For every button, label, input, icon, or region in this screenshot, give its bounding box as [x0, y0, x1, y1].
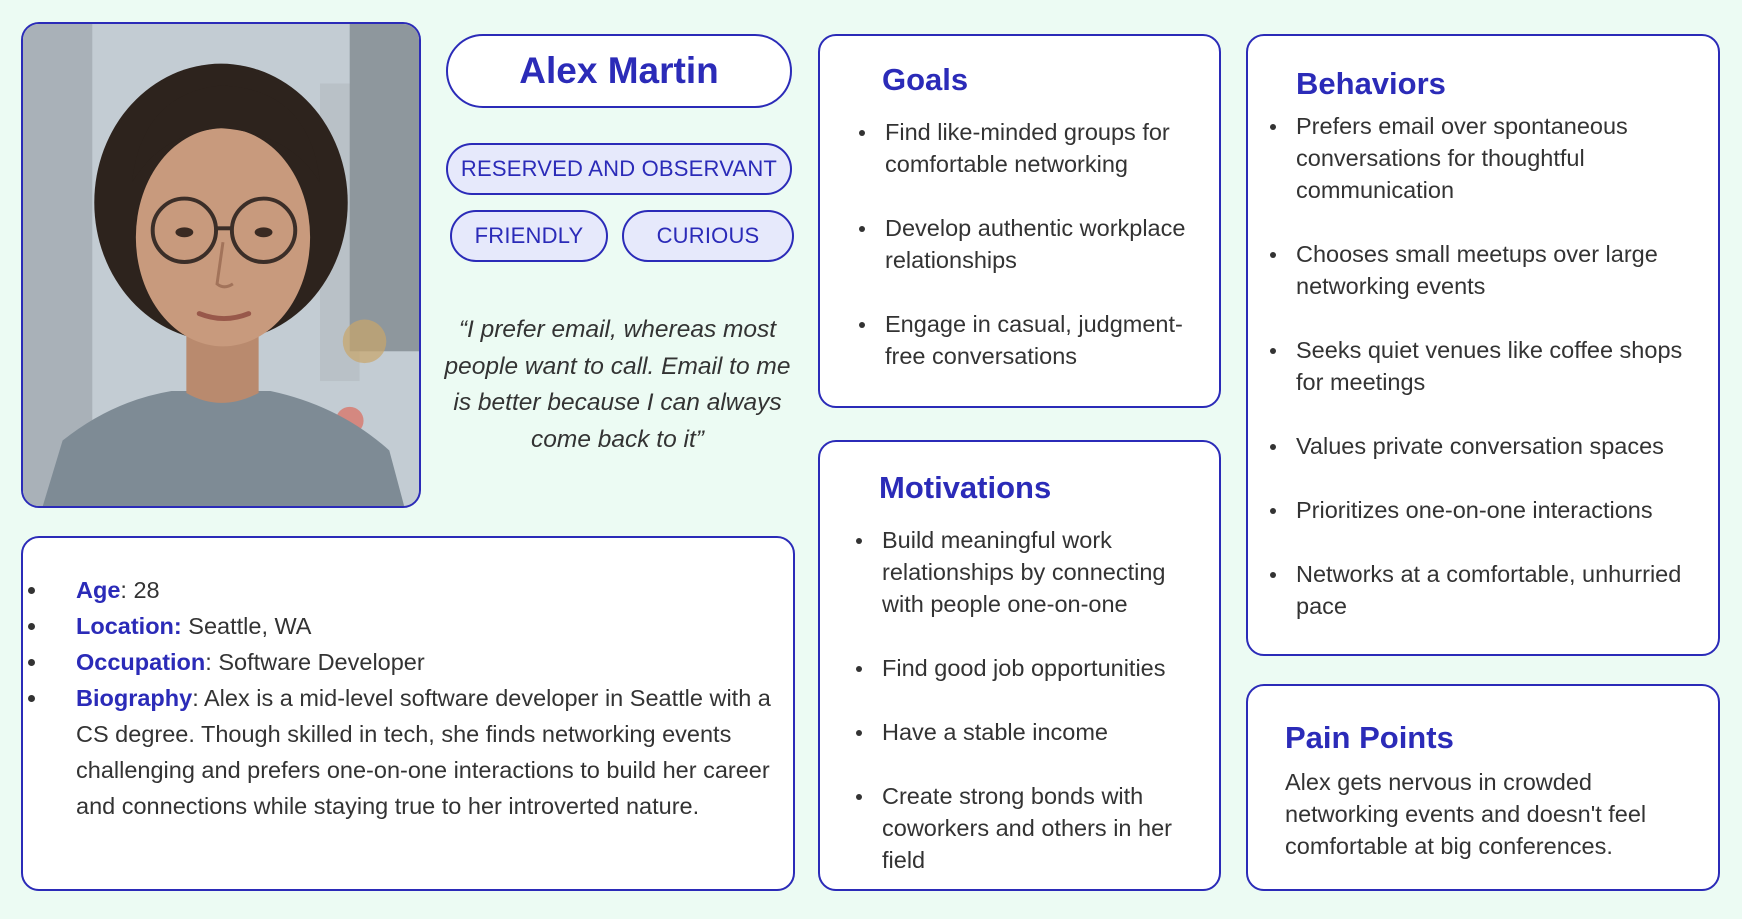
motivations-item: Find good job opportunities — [853, 652, 1199, 684]
behaviors-list: Prefers email over spontaneous conversat… — [1267, 110, 1698, 622]
motivations-item: Build meaningful work relationships by c… — [853, 524, 1199, 620]
info-age-label: Age — [76, 577, 121, 603]
goals-card: Goals Find like-minded groups for comfor… — [818, 34, 1221, 408]
tag-reserved-and-observant: RESERVED AND OBSERVANT — [446, 143, 792, 195]
behaviors-item: Networks at a comfortable, unhurried pac… — [1267, 558, 1698, 622]
behaviors-item: Values private conversation spaces — [1267, 430, 1698, 462]
info-occupation: Occupation: Software Developer — [49, 644, 771, 680]
behaviors-item: Prioritizes one-on-one interactions — [1267, 494, 1698, 526]
motivations-item: Create strong bonds with coworkers and o… — [853, 780, 1199, 876]
persona-info-list: Age: 28 Location: Seattle, WA Occupation… — [49, 572, 771, 824]
goals-list: Find like-minded groups for comfortable … — [856, 116, 1199, 372]
tag-curious: CURIOUS — [622, 210, 794, 262]
info-location-value: Seattle, WA — [181, 613, 312, 639]
goals-title: Goals — [882, 62, 969, 97]
pain-points-card: Pain Points Alex gets nervous in crowded… — [1246, 684, 1720, 891]
info-location-label: Location: — [76, 613, 182, 639]
info-age: Age: 28 — [49, 572, 771, 608]
info-occupation-value: : Software Developer — [205, 649, 425, 675]
goals-item: Engage in casual, judgment-free conversa… — [856, 308, 1199, 372]
goals-item: Find like-minded groups for comfortable … — [856, 116, 1199, 180]
info-location: Location: Seattle, WA — [49, 608, 771, 644]
info-age-sep: : — [120, 577, 134, 603]
behaviors-card: Behaviors Prefers email over spontaneous… — [1246, 34, 1720, 656]
pain-points-text: Alex gets nervous in crowded networking … — [1285, 769, 1647, 859]
goals-item: Develop authentic workplace relationship… — [856, 212, 1199, 276]
info-occupation-label: Occupation — [76, 649, 206, 675]
behaviors-item: Seeks quiet venues like coffee shops for… — [1267, 334, 1698, 398]
motivations-title: Motivations — [879, 470, 1052, 505]
tag-friendly: FRIENDLY — [450, 210, 608, 262]
motivations-item: Have a stable income — [853, 716, 1199, 748]
pain-points-title: Pain Points — [1285, 720, 1454, 755]
behaviors-item: Prefers email over spontaneous conversat… — [1267, 110, 1698, 206]
persona-quote: “I prefer email, whereas most people wan… — [444, 316, 791, 453]
behaviors-title: Behaviors — [1296, 66, 1446, 101]
motivations-list: Build meaningful work relationships by c… — [853, 524, 1199, 876]
behaviors-item: Chooses small meetups over large network… — [1267, 238, 1698, 302]
info-biography: Biography: Alex is a mid-level software … — [49, 680, 771, 824]
persona-name: Alex Martin — [446, 34, 792, 108]
info-biography-label: Biography — [76, 685, 193, 711]
persona-info-card: Age: 28 Location: Seattle, WA Occupation… — [21, 536, 795, 891]
info-biography-value: : Alex is a mid-level software developer… — [76, 685, 771, 819]
info-age-value: 28 — [133, 577, 160, 603]
persona-photo — [21, 22, 421, 508]
motivations-card: Motivations Build meaningful work relati… — [818, 440, 1221, 891]
